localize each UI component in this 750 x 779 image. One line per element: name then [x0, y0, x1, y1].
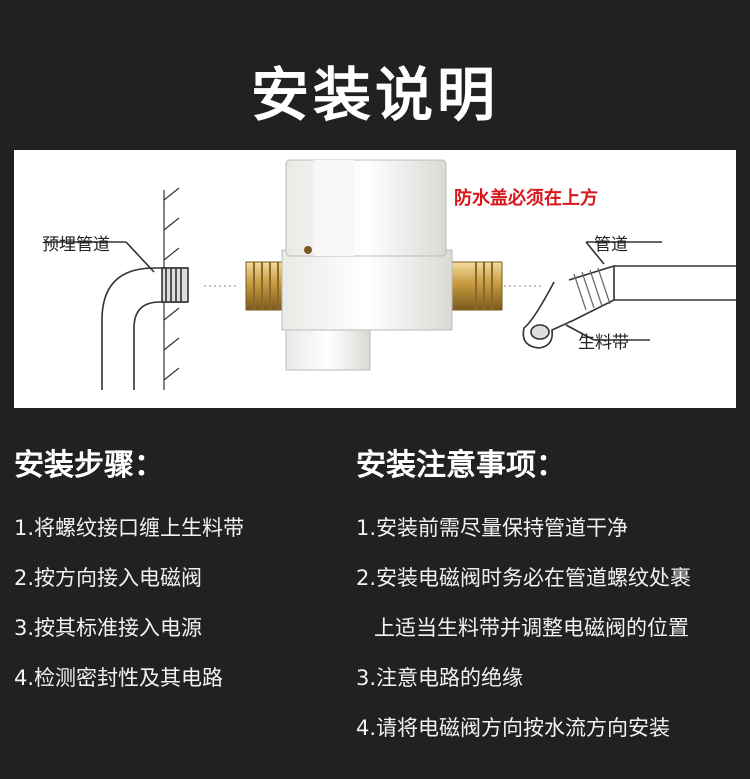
note-item: 3.注意电路的绝缘	[356, 666, 524, 690]
note-item: 2.安装电磁阀时务必在管道螺纹处裹	[356, 566, 692, 590]
step-item: 2.按方向接入电磁阀	[14, 566, 203, 590]
solenoid-valve-icon	[245, 159, 503, 371]
step-item: 4.检测密封性及其电路	[14, 666, 224, 690]
embedded-pipe-icon	[44, 241, 189, 390]
installation-diagram: 预埋管道 防水盖必须在上方 管道 生料带	[14, 150, 736, 408]
note-item: 4.请将电磁阀方向按水流方向安装	[356, 716, 671, 740]
valve-illustration	[44, 159, 736, 390]
note-item: 1.安装前需尽量保持管道干净	[356, 516, 629, 540]
pipe-icon	[522, 241, 736, 349]
step-item: 1.将螺纹接口缠上生料带	[14, 516, 245, 540]
step-item: 3.按其标准接入电源	[14, 616, 203, 640]
pipe-label: 管道	[594, 235, 628, 255]
steps-heading: 安装步骤：	[14, 448, 164, 483]
tape-label: 生料带	[578, 333, 629, 353]
notes-heading: 安装注意事项：	[356, 448, 566, 483]
note-item: 上适当生料带并调整电磁阀的位置	[374, 616, 689, 640]
embedded-pipe-label: 预埋管道	[42, 235, 110, 255]
waterproof-cover-warning: 防水盖必须在上方	[454, 188, 598, 209]
page-title: 安装说明	[250, 61, 499, 129]
